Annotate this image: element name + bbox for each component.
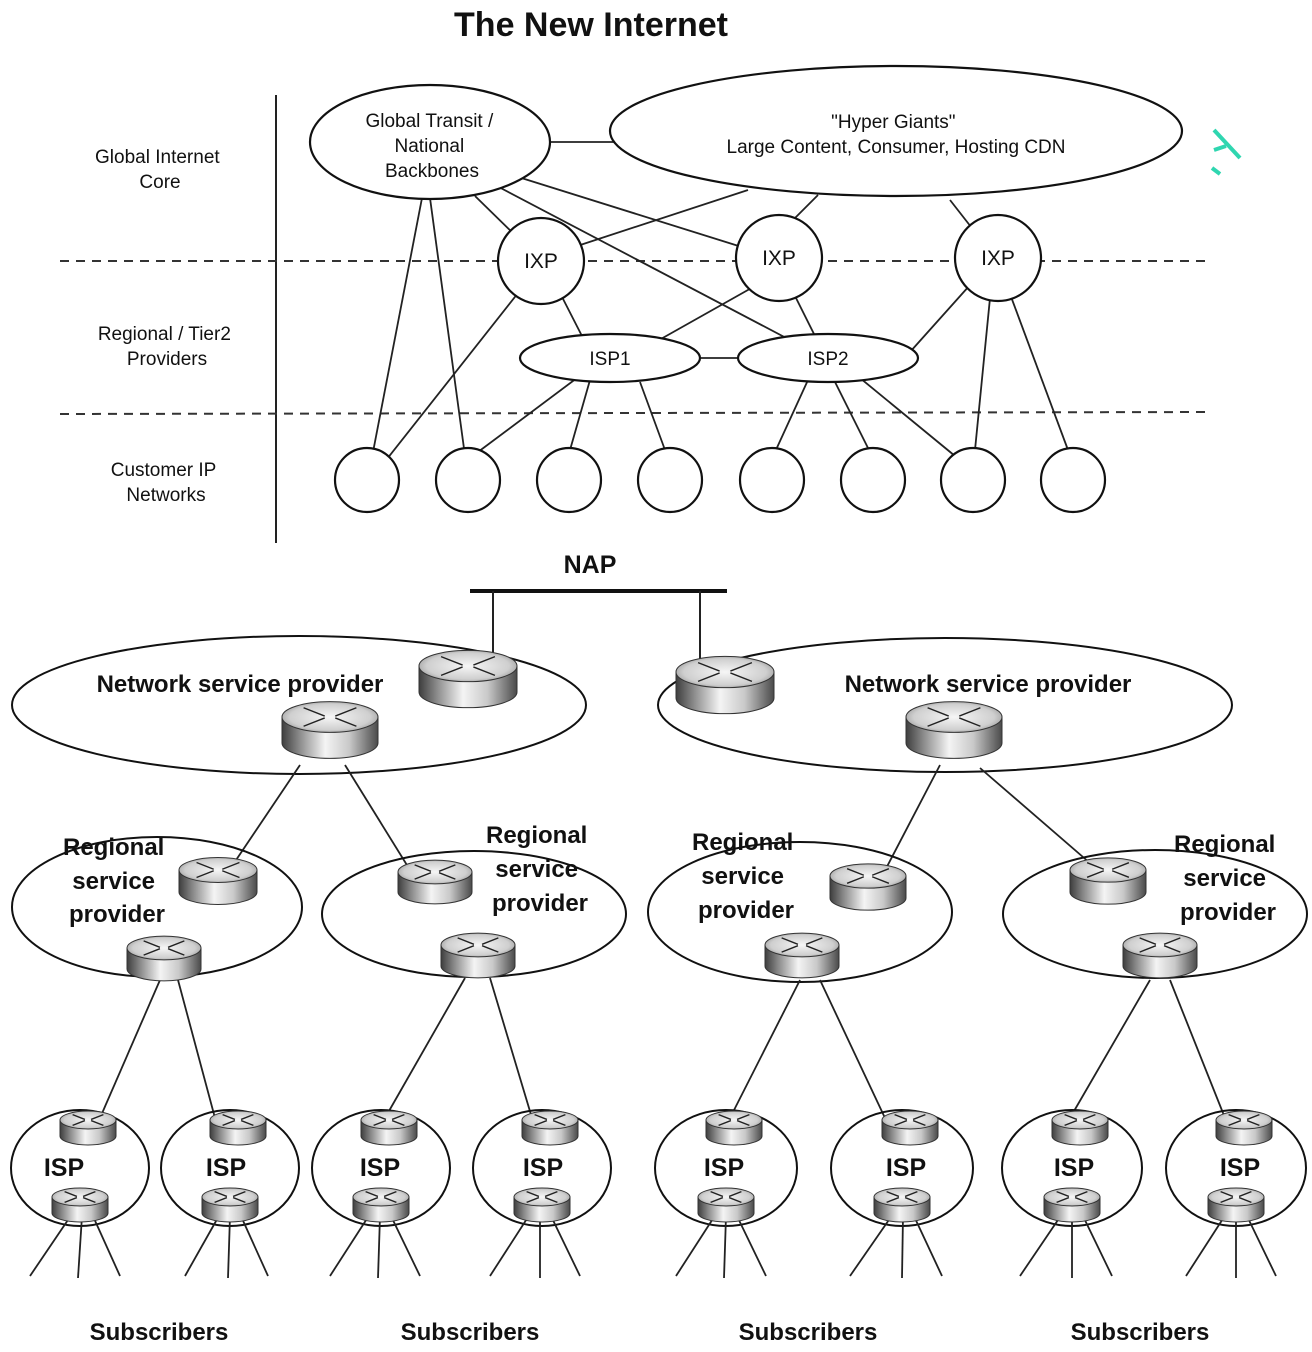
subscriber-labels: Subscribers Subscribers Subscribers Subs… <box>90 1319 1210 1346</box>
rsp-label-2: Regional service provider <box>486 822 594 917</box>
router-icon <box>873 1187 931 1223</box>
router-icon <box>881 1110 939 1146</box>
router-icon <box>440 932 516 979</box>
isp-boundary <box>10 1109 150 1227</box>
isp-label: ISP <box>1220 1154 1260 1182</box>
rsp-label-3: Regional service provider <box>692 829 800 924</box>
router-icon <box>1043 1187 1101 1223</box>
router-icon <box>360 1110 418 1146</box>
ixp-label-2: IXP <box>762 247 796 270</box>
tier-label-regional: Regional / Tier2 Providers <box>98 324 236 370</box>
router-icon <box>905 701 1003 759</box>
isp-label: ISP <box>44 1154 84 1182</box>
subscribers-label: Subscribers <box>90 1319 229 1346</box>
isp-label: ISP <box>360 1154 400 1182</box>
isp-label: ISP <box>886 1154 926 1182</box>
router-icon <box>513 1187 571 1223</box>
router-icon <box>1207 1187 1265 1223</box>
router-icon <box>201 1187 259 1223</box>
tier-separator-lower <box>59 411 1211 415</box>
isp-labels: ISP ISP ISP ISP ISP ISP ISP ISP <box>44 1154 1260 1182</box>
customer-network-node <box>636 446 704 514</box>
tier-label-core: Global Internet Core <box>95 147 225 193</box>
router-icon <box>829 863 907 911</box>
router-icon <box>521 1110 579 1146</box>
isp2-node <box>736 332 920 384</box>
router-icons <box>51 649 1273 1223</box>
global-transit-label: Global Transit / National Backbones <box>365 111 498 182</box>
global-transit-node <box>308 83 552 201</box>
isp-label: ISP <box>523 1154 563 1182</box>
router-icon <box>675 655 775 715</box>
isp-boundary <box>311 1109 451 1227</box>
router-icon <box>126 935 202 982</box>
customer-network-node <box>333 446 401 514</box>
customer-network-node <box>939 446 1007 514</box>
router-icon <box>697 1187 755 1223</box>
isp-boundary <box>472 1109 612 1227</box>
isp2-label: ISP2 <box>807 349 848 370</box>
router-icon <box>59 1110 117 1146</box>
nsp-left-label: Network service provider <box>97 671 384 698</box>
router-icon <box>1069 857 1147 905</box>
customer-network-node <box>1039 446 1107 514</box>
accent-mark <box>1210 128 1242 176</box>
router-icon <box>705 1110 763 1146</box>
isp-label: ISP <box>704 1154 744 1182</box>
router-icon <box>764 932 840 979</box>
ixp-node-1 <box>496 216 586 306</box>
customer-networks <box>333 446 1107 514</box>
customer-network-node <box>434 446 502 514</box>
customer-network-node <box>738 446 806 514</box>
subscribers-label: Subscribers <box>1071 1319 1210 1346</box>
subscribers-label: Subscribers <box>739 1319 878 1346</box>
customer-network-node <box>535 446 603 514</box>
router-icon <box>281 701 379 759</box>
nsp-right-label: Network service provider <box>845 671 1132 698</box>
router-icon <box>418 649 518 709</box>
customer-network-node <box>839 446 907 514</box>
rsp-label-1: Regional service provider <box>63 834 171 928</box>
hyper-giants-label: "Hyper Giants" Large Content, Consumer, … <box>727 112 1066 158</box>
rsp-boundary-3 <box>647 841 953 983</box>
nsp-right-boundary <box>657 637 1233 773</box>
tier-label-customer: Customer IP Networks <box>111 460 222 506</box>
hyper-giants-node <box>608 64 1184 198</box>
isp1-node <box>518 332 702 384</box>
isp-label: ISP <box>206 1154 246 1182</box>
diagram-title: The New Internet <box>454 6 728 44</box>
top-connections <box>367 141 1069 479</box>
isp-label: ISP <box>1054 1154 1094 1182</box>
ixp-label-3: IXP <box>981 247 1015 270</box>
isp1-label: ISP1 <box>589 349 630 370</box>
router-icon <box>1215 1110 1273 1146</box>
subscriber-links <box>29 1213 1277 1279</box>
subscribers-label: Subscribers <box>401 1319 540 1346</box>
nap-label: NAP <box>564 551 617 579</box>
router-icon <box>209 1110 267 1146</box>
ixp-label-1: IXP <box>524 250 558 273</box>
router-icon <box>178 857 258 905</box>
router-icon <box>397 859 473 905</box>
rsp-label-4: Regional service provider <box>1174 831 1282 926</box>
ixp-node-3 <box>953 213 1043 303</box>
ixp-node-2 <box>734 213 824 303</box>
router-icon <box>1051 1110 1109 1146</box>
rsp-isp-connections <box>99 977 1226 1119</box>
nsp-rsp-connections <box>227 764 1099 881</box>
nsp-left-boundary <box>11 635 587 775</box>
router-icon <box>1122 932 1198 979</box>
router-icon <box>352 1187 410 1223</box>
router-icon <box>51 1187 109 1223</box>
